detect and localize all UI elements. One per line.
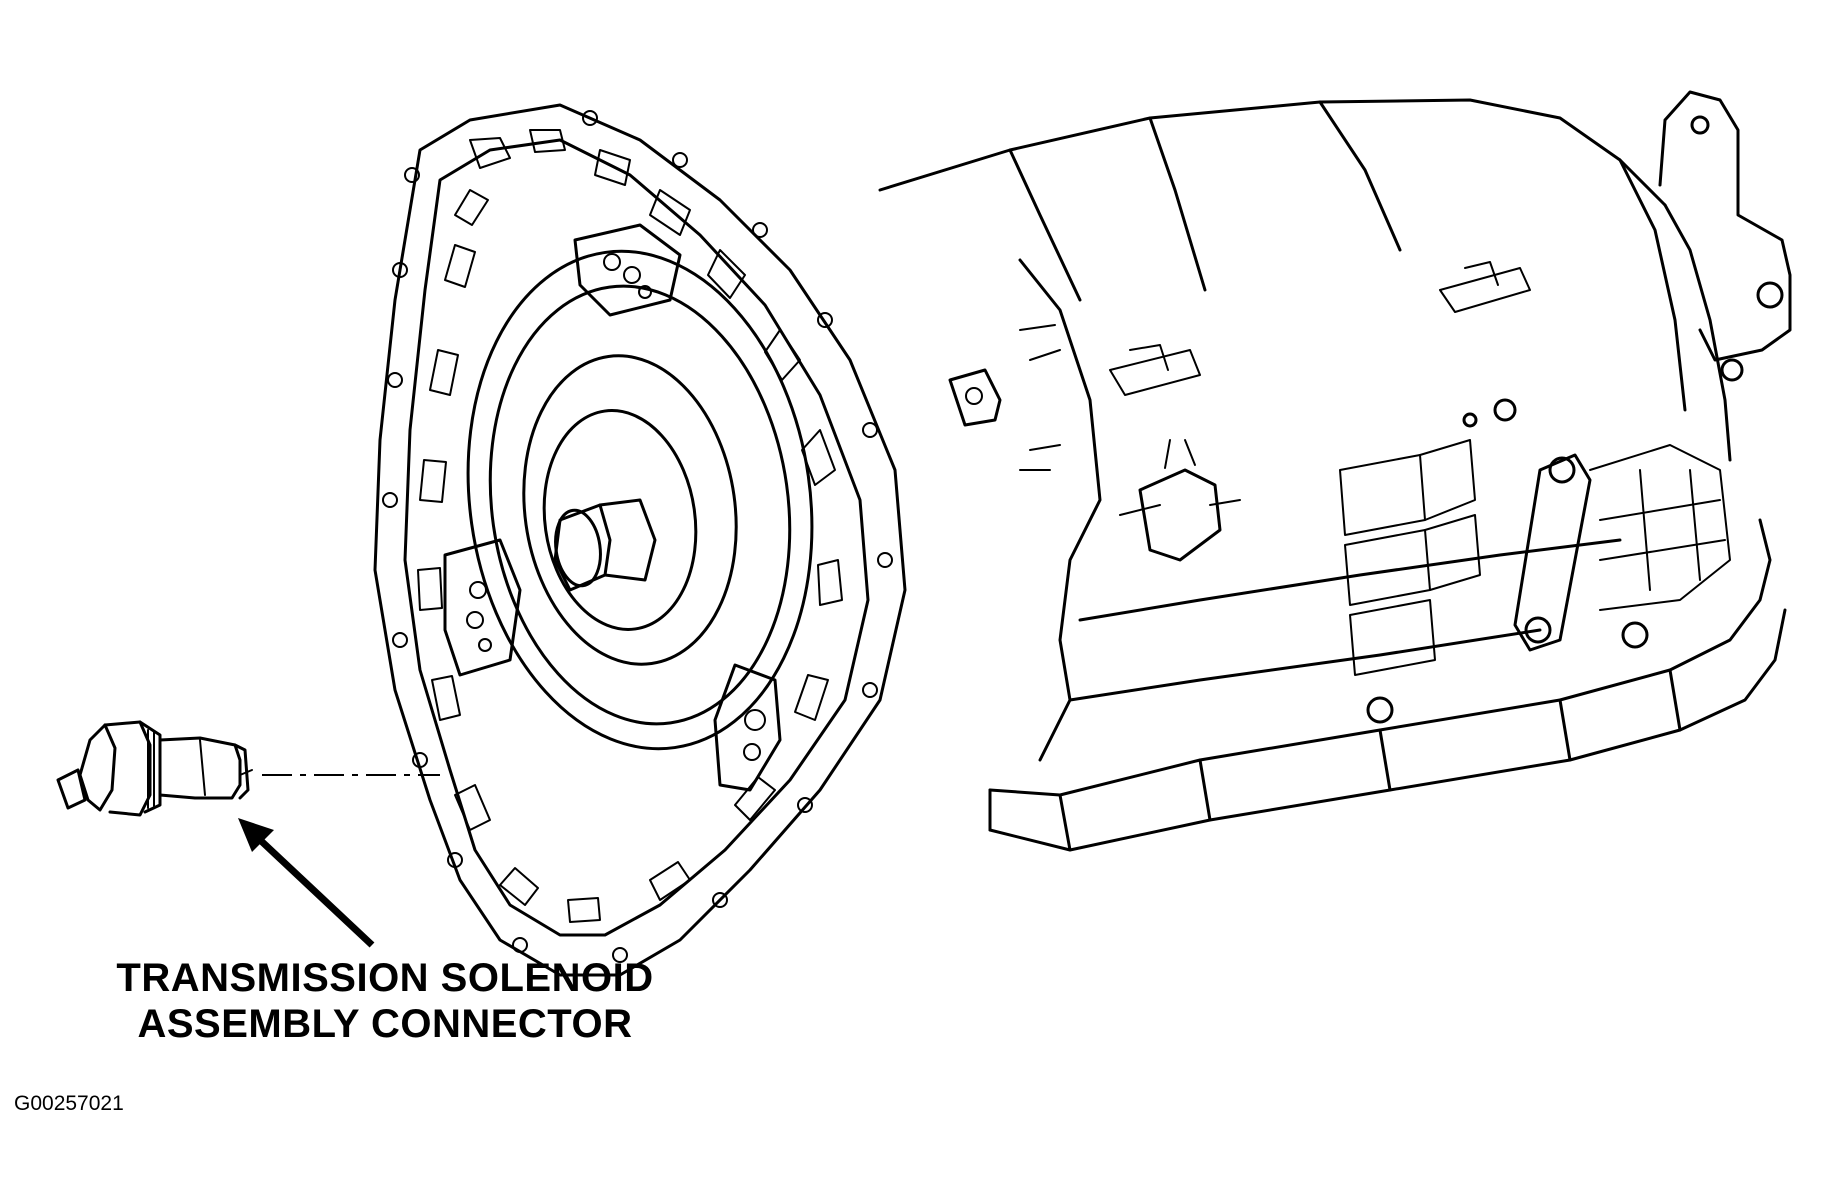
callout-arrow: [238, 818, 375, 948]
callout-line-2: ASSEMBLY CONNECTOR: [137, 1002, 633, 1046]
figure-id: G00257021: [14, 1092, 124, 1115]
solenoid-connector: [56, 720, 253, 817]
transmission-case: [878, 90, 1792, 852]
bell-housing: [373, 103, 907, 977]
callout-label: TRANSMISSION SOLENOID ASSEMBLY CONNECTOR: [95, 955, 675, 1047]
torque-converter: [443, 223, 814, 792]
callout-line-1: TRANSMISSION SOLENOID: [116, 956, 654, 1000]
